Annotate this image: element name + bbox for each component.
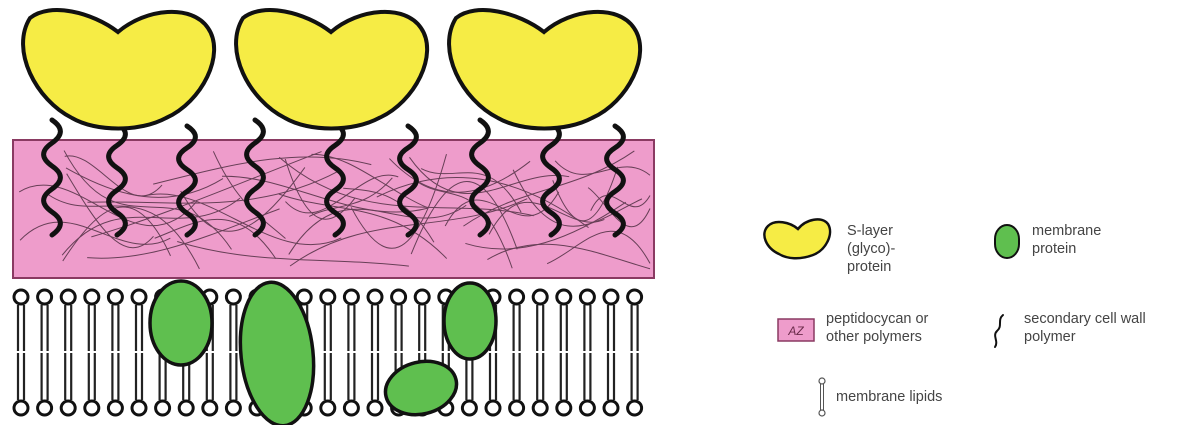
membrane-lipid [38,290,52,415]
legend-membrane-lipid-icon [819,378,825,416]
membrane-lipid [321,290,335,415]
legend-peptidoglycan-swatch-text: AZ [787,324,804,338]
s-layer-protein [236,10,427,128]
legend-secondary-polymer-label: secondary cell wall polymer [1024,310,1146,346]
membrane-lipid [14,290,28,415]
legend-s-layer-label: S-layer (glyco)- protein [847,222,895,276]
membrane-lipid [580,290,594,415]
legend-membrane-protein-swatch [995,225,1019,258]
membrane-lipid [108,290,122,415]
membrane-protein [150,281,212,365]
legend-membrane-protein-label: membrane protein [1032,222,1101,258]
membrane-lipid [61,290,75,415]
membrane-lipid [510,290,524,415]
legend-membrane-lipids-label: membrane lipids [836,388,942,406]
membrane-lipid [628,290,642,415]
membrane-lipid [226,290,240,415]
membrane-lipid [533,290,547,415]
membrane-protein [444,283,496,359]
legend-peptidoglycan-swatch: AZ [778,319,814,341]
membrane-lipid [344,290,358,415]
membrane-lipid [132,290,146,415]
membrane-lipid-bilayer [14,290,642,415]
membrane-lipid [557,290,571,415]
legend-peptidoglycan-label: peptidocycan or other polymers [826,310,928,346]
membrane-lipid [604,290,618,415]
s-layer-protein [23,10,214,128]
s-layer-proteins [23,10,640,128]
legend-secondary-polymer-icon [995,315,1003,347]
membrane-lipid [368,290,382,415]
s-layer-protein [449,10,640,128]
legend-s-layer-swatch [764,219,830,258]
membrane-lipid [85,290,99,415]
